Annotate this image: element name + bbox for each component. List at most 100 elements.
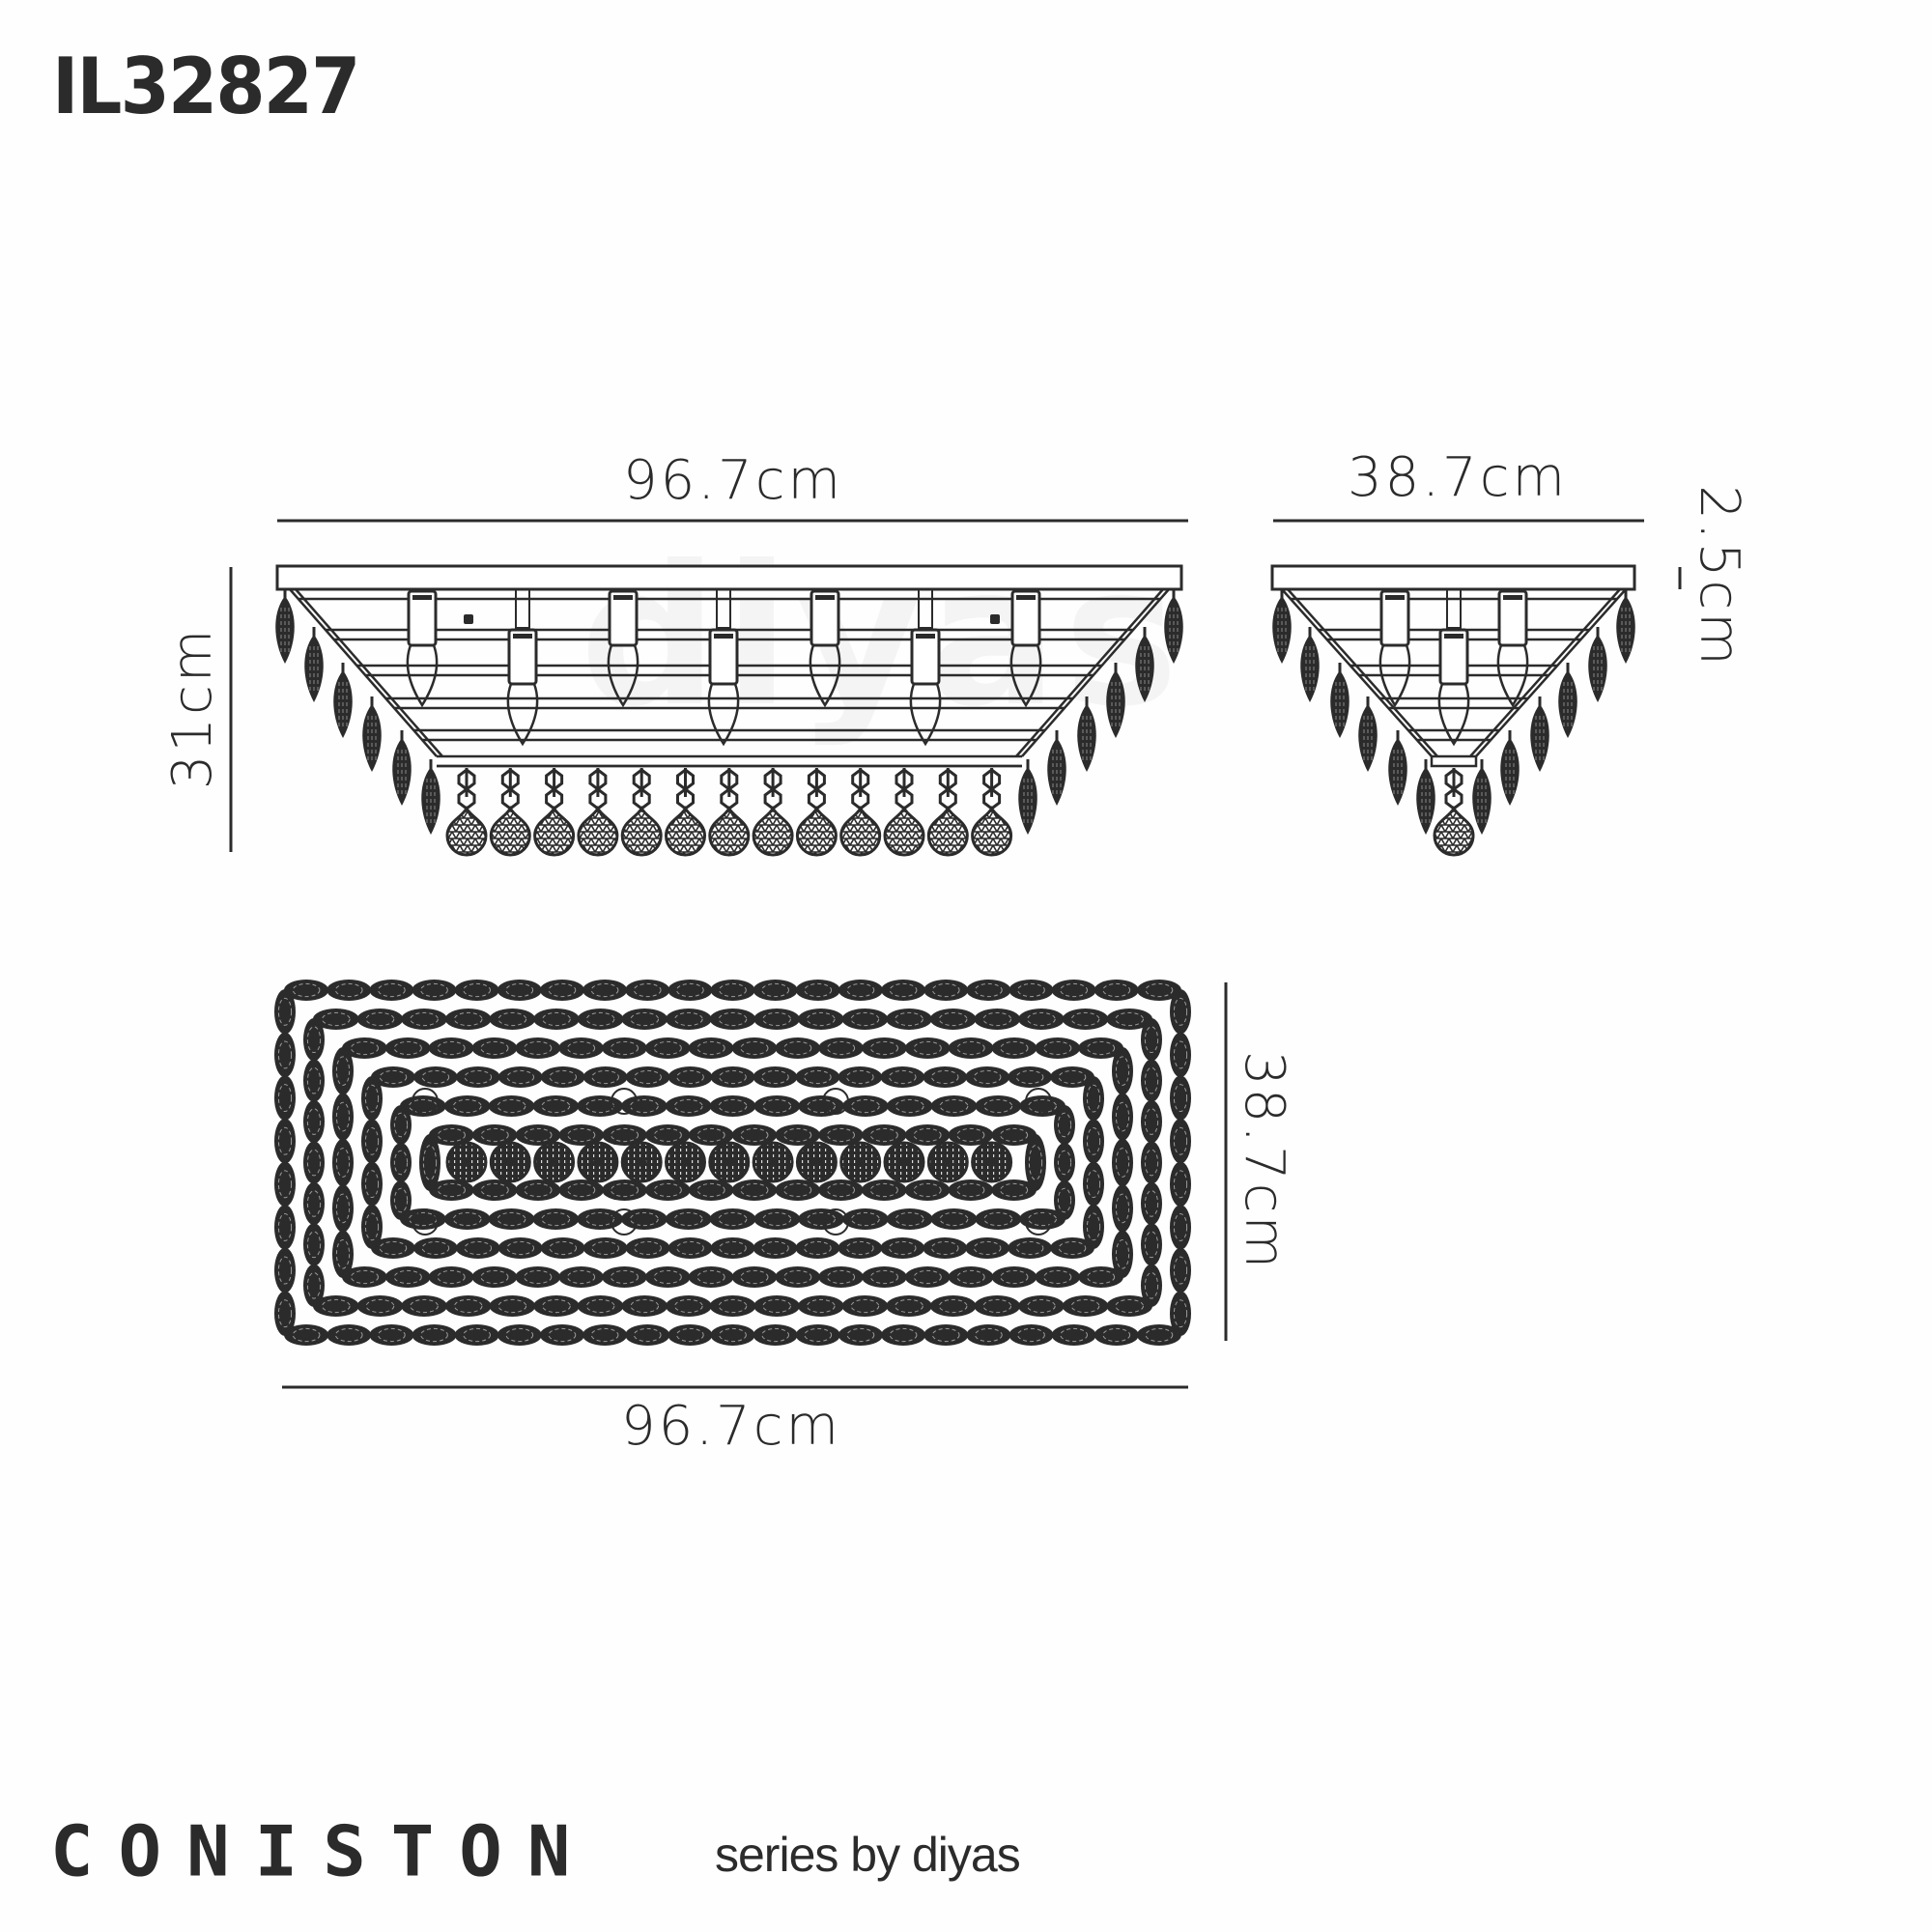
- crystal-bead: [644, 1124, 691, 1146]
- crystal-bead: [886, 1095, 933, 1117]
- crystal-bead: [1009, 980, 1054, 1001]
- crystal-bead: [454, 980, 499, 1001]
- crystal-bead: [1170, 1291, 1191, 1336]
- crystal-bead: [1025, 1134, 1046, 1191]
- crystal-bead: [709, 1095, 756, 1117]
- crystal-bead: [577, 1095, 623, 1117]
- height-label: 31cm: [161, 626, 224, 790]
- crystal-bead: [1136, 1324, 1181, 1346]
- crystal-bead: [361, 1119, 383, 1164]
- crystal-bead: [795, 1066, 840, 1088]
- crystal-bead: [1094, 1324, 1139, 1346]
- side-elevation-view: [1270, 564, 1636, 857]
- crystal-bead: [471, 1266, 518, 1288]
- crystal-bead: [842, 1208, 889, 1230]
- crystal-bead: [1054, 1105, 1075, 1145]
- crystal-bead: [753, 1324, 798, 1346]
- crystal-bead: [532, 1208, 580, 1230]
- crystal-bead: [274, 1247, 296, 1293]
- crystal-bead: [558, 1266, 604, 1288]
- crystal-bead: [625, 980, 670, 1001]
- crystal-bead: [795, 1324, 840, 1346]
- crystal-bead: [668, 1066, 713, 1088]
- crystal-bead: [1112, 1047, 1133, 1095]
- crystal-ball-pendant-icon: [1433, 768, 1475, 857]
- crystal-bead: [753, 1237, 798, 1259]
- crystal-bead: [991, 1179, 1037, 1201]
- candle-lamp-icon: [909, 588, 942, 747]
- crystal-bead: [841, 1295, 889, 1317]
- crystal-bead: [991, 1124, 1037, 1146]
- crystal-bead: [966, 1324, 1011, 1346]
- crystal-ball-pendant-icon: [445, 768, 488, 857]
- crystal-bead: [818, 1037, 864, 1059]
- crystal-bead: [412, 1237, 458, 1259]
- lamp-position-marker: [822, 1208, 849, 1236]
- crystal-bead: [1094, 980, 1139, 1001]
- crystal-bead: [904, 1179, 951, 1201]
- candle-lamp-icon: [809, 589, 841, 708]
- frame-diagonal: [1281, 588, 1433, 757]
- crystal-ball-pendant-icon: [752, 768, 794, 857]
- crystal-bead: [753, 1295, 800, 1317]
- crystal-bead: [489, 1295, 536, 1317]
- crystal-bead: [904, 1037, 951, 1059]
- crystal-bead: [838, 1066, 883, 1088]
- crystal-bead: [401, 1009, 447, 1030]
- lamp-position-marker: [1025, 1088, 1052, 1115]
- crystal-bead: [471, 1037, 518, 1059]
- crystal-bead: [488, 1095, 535, 1117]
- crystal-bead: [688, 1124, 734, 1146]
- crystal-bead: [412, 1324, 457, 1346]
- crystal-bead: [471, 1179, 518, 1201]
- crystal-ball-pendant-icon: [533, 768, 576, 857]
- crystal-drop-icon: [1358, 696, 1378, 772]
- crystal-bead: [332, 1047, 354, 1095]
- crystal-bead: [838, 1237, 883, 1259]
- crystal-drop-icon: [1530, 696, 1549, 772]
- crystal-ball-pendant-icon: [971, 768, 1013, 857]
- crystal-bead: [886, 1208, 933, 1230]
- crystal-bead: [861, 1124, 907, 1146]
- crystal-bead: [668, 1324, 713, 1346]
- crystal-bead: [533, 1295, 580, 1317]
- crystal-bead: [818, 1124, 864, 1146]
- crystal-bead: [1083, 1204, 1104, 1249]
- crystal-ball-pendant-icon: [839, 768, 882, 857]
- crystal-drop-icon: [304, 627, 324, 702]
- crystal-bead: [384, 1037, 431, 1059]
- crystal-bead: [1170, 1247, 1191, 1293]
- crystal-bead: [303, 1264, 325, 1308]
- crystal-bead: [419, 1134, 440, 1191]
- crystal-bead: [443, 1208, 491, 1230]
- crystal-bead: [753, 980, 798, 1001]
- crystal-bead: [1083, 1119, 1104, 1164]
- crystal-drop-icon: [1558, 663, 1577, 738]
- crystal-bead: [731, 1266, 778, 1288]
- frame-diagonal: [1475, 588, 1627, 757]
- crystal-bead: [429, 1179, 474, 1201]
- crystal-bead: [489, 1009, 536, 1030]
- crystal-bead: [621, 1208, 668, 1230]
- crystal-bead: [284, 1324, 329, 1346]
- crystal-bead: [356, 1009, 404, 1030]
- crystal-ball-pendant-icon: [620, 768, 663, 857]
- crystal-bead: [390, 1180, 412, 1220]
- crystal-bead: [515, 1179, 561, 1201]
- crystal-drop-icon: [1272, 588, 1292, 664]
- crystal-bead: [471, 1124, 518, 1146]
- product-code-title: IL32827: [52, 42, 360, 131]
- front-elevation-view: [275, 564, 1183, 857]
- candle-lamp-icon: [406, 589, 439, 708]
- crystal-bead: [797, 1295, 844, 1317]
- lamp-position-marker: [611, 1208, 638, 1236]
- crystal-bead: [710, 1066, 755, 1088]
- crystal-bead: [709, 1009, 756, 1030]
- crystal-bead: [515, 1266, 561, 1288]
- crystal-bead: [454, 1324, 499, 1346]
- crystal-bead: [540, 1237, 585, 1259]
- crystal-bead: [1009, 1324, 1054, 1346]
- crystal-bead: [401, 1295, 447, 1317]
- crystal-bead: [602, 1266, 647, 1288]
